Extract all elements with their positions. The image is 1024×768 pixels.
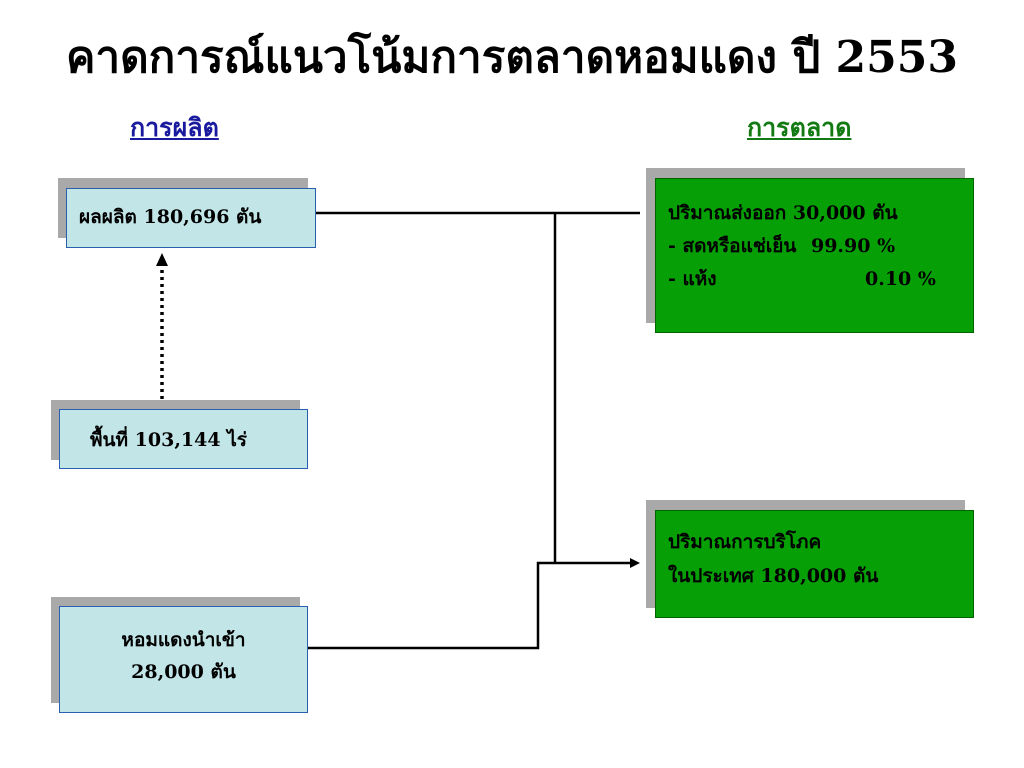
consumption-arrow-head	[630, 558, 640, 568]
export-dried-value: 0.10 %	[865, 268, 936, 290]
import-line-2: 28,000 ตัน	[131, 661, 236, 683]
import-box: หอมแดงนำเข้า 28,000 ตัน	[59, 606, 308, 713]
marketing-heading: การตลาด	[747, 113, 852, 142]
area-box: พื้นที่ 103,144 ไร่	[59, 409, 308, 469]
export-line-1: ปริมาณส่งออก 30,000 ตัน	[668, 202, 898, 224]
area-to-output-dotted-arrow	[156, 253, 168, 406]
area-text: พื้นที่ 103,144 ไร่	[90, 429, 247, 451]
consumption-box: ปริมาณการบริโภค ในประเทศ 180,000 ตัน	[655, 510, 974, 618]
import-line-1: หอมแดงนำเข้า	[121, 629, 246, 651]
consumption-line-1: ปริมาณการบริโภค	[668, 531, 822, 553]
export-box: ปริมาณส่งออก 30,000 ตัน - สดหรือแช่เย็น …	[655, 178, 974, 333]
production-heading: การผลิต	[130, 113, 219, 142]
page-title: คาดการณ์แนวโน้มการตลาดหอมแดง ปี 2553	[65, 32, 959, 83]
output-text: ผลผลิต 180,696 ตัน	[79, 206, 262, 228]
export-fresh-label: - สดหรือแช่เย็น	[668, 235, 797, 257]
import-to-consumption-line	[308, 561, 633, 650]
consumption-line-2: ในประเทศ 180,000 ตัน	[668, 565, 879, 587]
export-dried-label: - แห้ง	[668, 268, 717, 290]
export-fresh-value: 99.90 %	[810, 235, 896, 257]
output-box: ผลผลิต 180,696 ตัน	[66, 188, 316, 248]
